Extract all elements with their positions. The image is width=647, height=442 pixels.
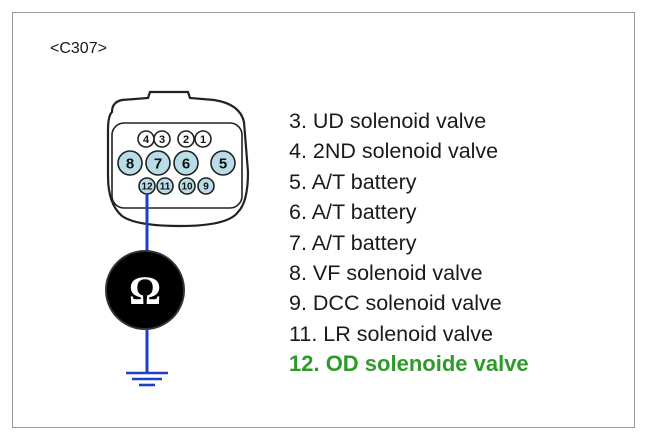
connector-pin-9: 9 [197,177,215,195]
connector-pin-3: 3 [153,130,171,148]
pin-number: 12 [141,182,153,193]
legend-item: 4. 2ND solenoid valve [289,139,499,164]
pin-number: 11 [160,182,171,193]
connector-pin-10: 10 [178,177,196,195]
ground-icon [126,371,168,387]
legend-item-highlighted: 12. OD solenoide valve [289,351,529,377]
legend-item: 8. VF solenoid valve [289,261,483,286]
pin-number: 2 [183,134,189,146]
legend-item: 11. LR solenoid valve [289,321,493,346]
pin-legend: 3. UD solenoid valve 4. 2ND solenoid val… [289,106,529,380]
connector-pin-8: 8 [117,150,143,176]
connector-pin-7: 7 [145,150,171,176]
pin-number: 8 [126,155,134,172]
ohm-icon: Ω [129,268,161,313]
legend-item: 7. A/T battery [289,230,417,255]
pin-number: 7 [154,155,162,172]
pin-number: 9 [203,182,209,193]
connector-pin-12: 12 [138,177,156,195]
connector-pin-6: 6 [173,150,199,176]
legend-item: 5. A/T battery [289,169,417,194]
connector-pin-2: 2 [177,130,195,148]
connector-pin-11: 11 [156,177,174,195]
ohmmeter-body [105,250,185,330]
pin-number: 4 [143,134,150,146]
connector-pin-1: 1 [194,130,212,148]
connector-label: <C307> [50,40,107,57]
pin-number: 3 [159,134,165,146]
connector-pin-4: 4 [137,130,155,148]
pin-number: 6 [182,155,190,172]
legend-item: 9. DCC solenoid valve [289,291,502,316]
legend-item: 3. UD solenoid valve [289,109,487,133]
pin-number: 10 [181,182,193,193]
legend-item: 6. A/T battery [289,200,417,225]
pin-number: 5 [219,155,227,172]
connector-pin-5: 5 [210,150,236,176]
pin-number: 1 [200,134,206,146]
diagram-frame [12,12,635,428]
